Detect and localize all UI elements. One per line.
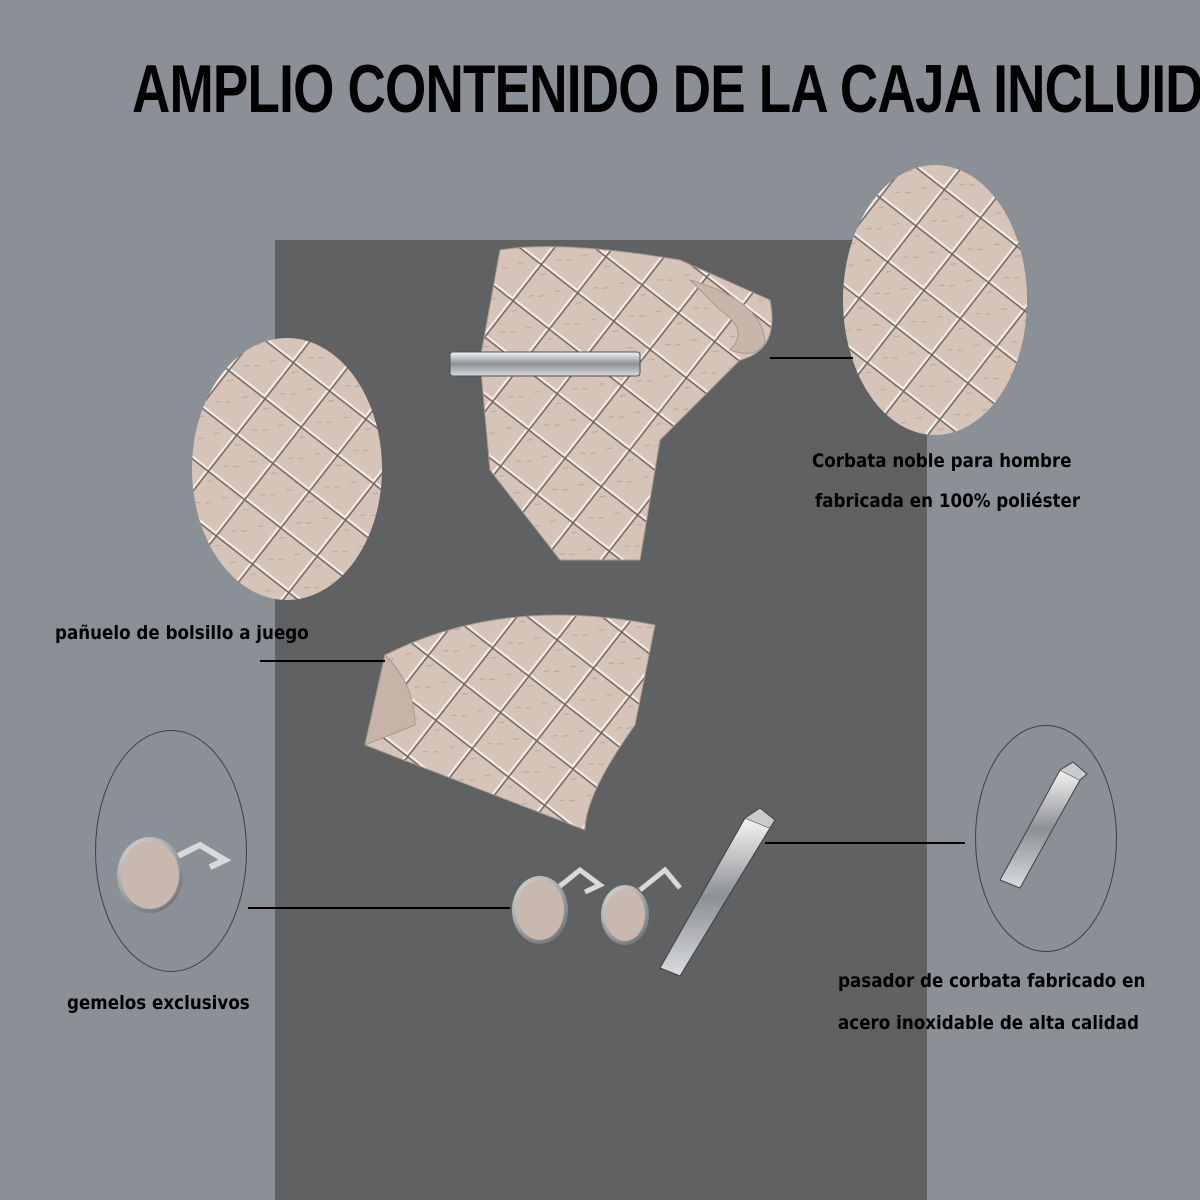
pocket-square-fabric-zoom	[192, 338, 382, 600]
pocket-square-connector-line	[260, 660, 385, 662]
tie-fabric-zoom	[843, 165, 1027, 435]
tie-label-line2: fabricada en 100% poliéster	[815, 490, 1081, 512]
cufflink-zoom-image	[117, 837, 232, 913]
cufflink-zoom-ring	[95, 730, 247, 972]
tie-clip-zoom-ring	[975, 725, 1117, 952]
tie-clip-connector-line	[765, 842, 965, 844]
pocket-square-label: pañuelo de bolsillo a juego	[55, 622, 309, 644]
tie-clip-on-tie	[449, 351, 641, 377]
cufflinks-connector-line	[248, 907, 510, 909]
pocket-square-image	[364, 614, 656, 831]
tie-label-line1: Corbata noble para hombre	[812, 450, 1072, 472]
tie-clip-image	[659, 807, 776, 977]
tie-connector-line	[770, 357, 853, 359]
necktie-image	[449, 246, 773, 561]
tie-clip-label-line1: pasador de corbata fabricado en	[838, 970, 1146, 992]
page-title: AMPLIO CONTENIDO DE LA CAJA INCLUIDO	[132, 51, 1200, 127]
tie-clip-zoom-image	[999, 761, 1088, 889]
tie-clip-label-line2: acero inoxidable de alta calidad	[838, 1012, 1139, 1034]
cufflinks-label: gemelos exclusivos	[67, 992, 250, 1014]
cufflinks-image	[512, 866, 682, 945]
